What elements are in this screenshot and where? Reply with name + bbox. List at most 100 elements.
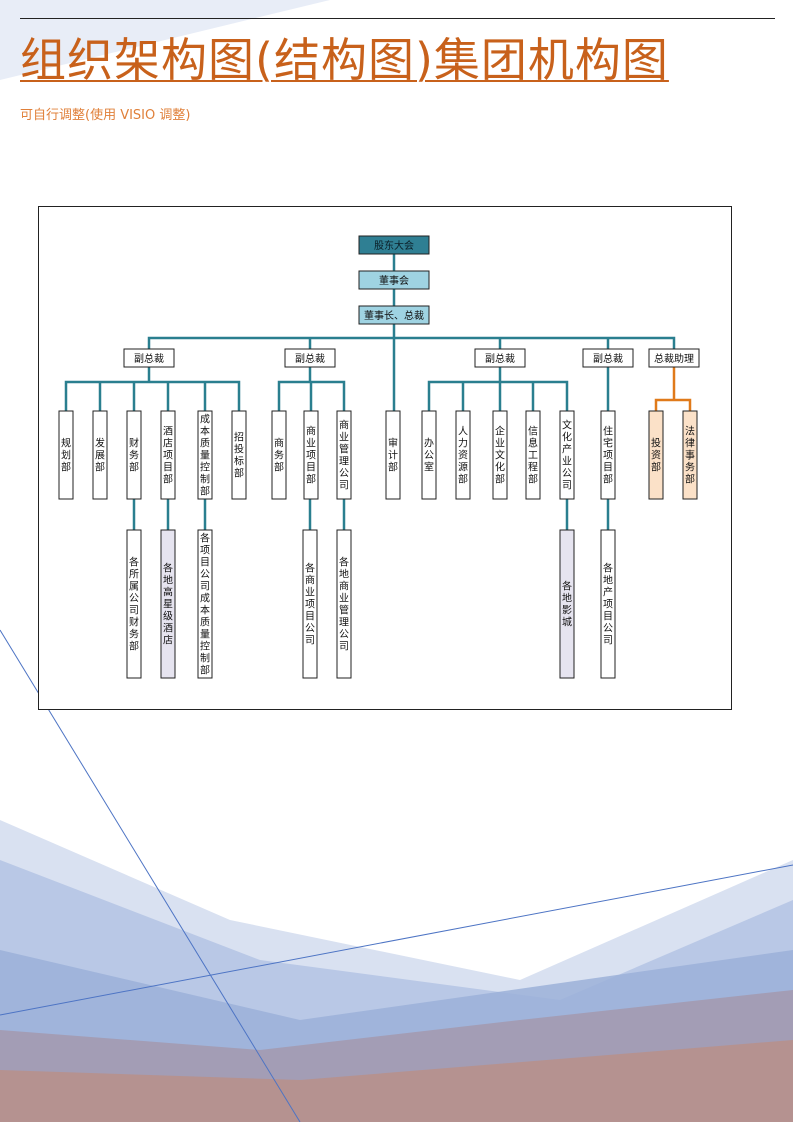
- dept-planning-label: 规划部: [61, 437, 71, 474]
- vp1-bus: [64, 380, 241, 411]
- dept-hotel-project: 酒店项目部: [160, 410, 176, 500]
- page-subtitle: 可自行调整(使用 VISIO 调整): [20, 108, 191, 123]
- dept-planning-box: [58, 410, 74, 500]
- sub-hotels-sub-label: 各地高星级酒店: [163, 562, 173, 647]
- sub-finance-sub-label: 各所属公司财务部: [129, 556, 139, 653]
- dept-it: 信息工程部: [525, 410, 541, 500]
- page-title: 组织架构图(结构图)集团机构图: [20, 33, 669, 87]
- dept-audit-box: [385, 410, 401, 500]
- dept-bidding-label: 招投标部: [234, 431, 244, 480]
- sub-commercial-project-sub-label: 各商业项目公司: [305, 562, 315, 647]
- dept-office-label: 办公室: [424, 437, 434, 474]
- sub-commercial-project-sub: 各商业项目公司: [302, 529, 318, 679]
- vp-node-2-label: 副总裁: [295, 352, 325, 365]
- vp-node-1-box: [123, 348, 175, 368]
- bg-diagonal-line-2: [0, 864, 793, 1016]
- dept-commerce-label: 商务部: [274, 437, 284, 474]
- dept-commercial-mgmt-label: 商业管理公司: [339, 419, 349, 492]
- sub-cinema-sub: 各地影城: [559, 529, 575, 679]
- header-rule: [20, 18, 775, 19]
- bg-diagonal-line-1: [0, 629, 301, 1122]
- dept-hr-label: 人力资源部: [458, 426, 468, 486]
- dept-culture-box: [492, 410, 508, 500]
- dept-finance: 财务部: [126, 410, 142, 500]
- dept-investment: 投资部: [648, 410, 664, 500]
- dept-bidding: 招投标部: [231, 410, 247, 500]
- sub-cinema-sub-box: [559, 529, 575, 679]
- dept-development-label: 发展部: [95, 437, 105, 474]
- dept-cost-quality-box: [197, 410, 213, 500]
- vp-node-1-label: 副总裁: [134, 352, 164, 365]
- sub-cost-sub: 各项目公司成本质量控制部: [197, 529, 213, 679]
- bg-wave-rose: [0, 1040, 793, 1122]
- dept-culture-label: 企业文化部: [495, 425, 505, 486]
- dept-residential-box: [600, 410, 616, 500]
- sub-realestate-sub: 各地产项目公司: [600, 529, 616, 679]
- dept-residential-label: 住宅项目部: [603, 425, 613, 486]
- vp-node-3-box: [474, 348, 526, 368]
- dept-commerce-box: [271, 410, 287, 500]
- dept-audit-label: 审计部: [388, 437, 398, 474]
- shareholders-node-label: 股东大会: [374, 239, 414, 252]
- vp3-bus: [427, 380, 569, 411]
- assistant-node-label: 总裁助理: [654, 352, 694, 365]
- sub-commercial-mgmt-sub-label: 各地商业管理公司: [339, 556, 349, 653]
- dept-hr: 人力资源部: [455, 410, 471, 500]
- dept-cost-quality: 成本质量控制部: [197, 410, 213, 500]
- board-node-label: 董事会: [379, 274, 409, 287]
- sub-hotels-sub: 各地高星级酒店: [160, 529, 176, 679]
- dept-commercial-project-label: 商业项目部: [306, 425, 316, 486]
- dept-commerce: 商务部: [271, 410, 287, 500]
- dept-culture-industry-box: [559, 410, 575, 500]
- dept-culture-industry-label: 文化产业公司: [562, 419, 572, 492]
- vp-node-3: 副总裁: [474, 348, 526, 368]
- vp-node-2: 副总裁: [284, 348, 336, 368]
- dept-hotel-project-label: 酒店项目部: [163, 426, 173, 486]
- board-node-box: [358, 270, 430, 290]
- vp-node-3-label: 副总裁: [485, 352, 515, 365]
- assistant-bus: [654, 398, 692, 411]
- dept-audit: 审计部: [385, 410, 401, 500]
- dept-commercial-project: 商业项目部: [303, 410, 319, 500]
- chairman-node-box: [358, 305, 430, 325]
- dept-planning: 规划部: [58, 410, 74, 500]
- sub-realestate-sub-box: [600, 529, 616, 679]
- dept-office-box: [421, 410, 437, 500]
- dept-investment-label: 投资部: [651, 437, 661, 474]
- sub-cinema-sub-label: 各地影城: [562, 580, 572, 629]
- dept-hotel-project-box: [160, 410, 176, 500]
- dept-bidding-box: [231, 410, 247, 500]
- sub-cost-sub-box: [197, 529, 213, 679]
- dept-investment-box: [648, 410, 664, 500]
- vp-node-1: 副总裁: [123, 348, 175, 368]
- bg-top-left-shape: [0, 0, 330, 80]
- dept-legal-box: [682, 410, 698, 500]
- sub-hotels-sub-box: [160, 529, 176, 679]
- dept-legal: 法律事务部: [682, 410, 698, 500]
- vp-bus-connector: [147, 336, 676, 349]
- sub-cost-sub-label: 各项目公司成本质量控制部: [200, 532, 210, 677]
- dept-it-box: [525, 410, 541, 500]
- sub-realestate-sub-label: 各地产项目公司: [603, 562, 613, 647]
- dept-culture: 企业文化部: [492, 410, 508, 500]
- vp-node-4-box: [582, 348, 634, 368]
- dept-it-label: 信息工程部: [528, 426, 538, 486]
- dept-hr-box: [455, 410, 471, 500]
- sub-finance-sub-box: [126, 529, 142, 679]
- assistant-node: 总裁助理: [648, 348, 700, 368]
- sub-commercial-mgmt-sub: 各地商业管理公司: [336, 529, 352, 679]
- shareholders-node: 股东大会: [358, 235, 430, 255]
- sub-commercial-mgmt-sub-box: [336, 529, 352, 679]
- assistant-node-box: [648, 348, 700, 368]
- dept-cost-quality-label: 成本质量控制部: [200, 414, 210, 498]
- dept-office: 办公室: [421, 410, 437, 500]
- dept-legal-label: 法律事务部: [685, 425, 695, 486]
- sub-commercial-project-sub-box: [302, 529, 318, 679]
- chairman-node-label: 董事长、总裁: [364, 309, 424, 322]
- vp-node-4-label: 副总裁: [593, 352, 623, 365]
- dept-commercial-project-box: [303, 410, 319, 500]
- vp-node-2-box: [284, 348, 336, 368]
- dept-residential: 住宅项目部: [600, 410, 616, 500]
